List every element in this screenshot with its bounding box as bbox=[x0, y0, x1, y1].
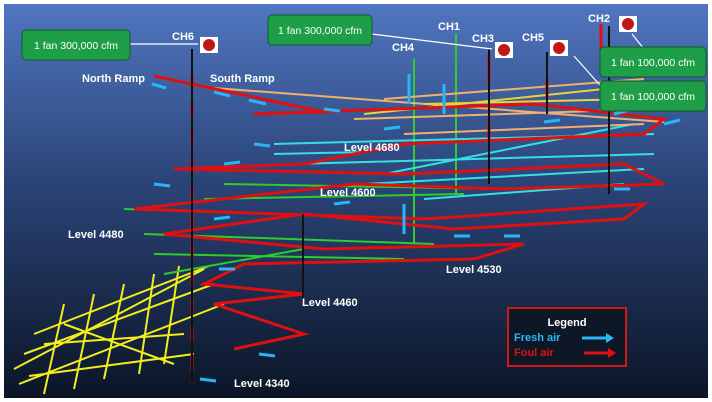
fan-callout-text: 1 fan 100,000 cfm bbox=[611, 57, 695, 69]
callout-lines bbox=[130, 33, 645, 93]
level-label-4460: Level 4460 bbox=[302, 297, 358, 309]
north-ramp-label: North Ramp bbox=[82, 73, 145, 85]
fresh-air-arrows bbox=[151, 74, 681, 383]
fan-icons bbox=[200, 16, 637, 58]
fan-callout-text: 1 fan 300,000 cfm bbox=[34, 40, 118, 52]
mine-3d-view: 1 fan 300,000 cfm 1 fan 300,000 cfm 1 fa… bbox=[4, 4, 708, 398]
level-label-4340: Level 4340 bbox=[234, 378, 290, 390]
legend-foul-label: Foul air bbox=[514, 347, 554, 359]
shaft-lines bbox=[191, 26, 610, 384]
level-label-4480: Level 4480 bbox=[68, 229, 124, 241]
level-label-4530: Level 4530 bbox=[446, 264, 502, 276]
shaft-label-ch4: CH4 bbox=[392, 42, 415, 54]
legend-title: Legend bbox=[547, 317, 586, 329]
level-label-4680: Level 4680 bbox=[344, 142, 400, 154]
south-ramp-label: South Ramp bbox=[210, 73, 275, 85]
shaft-label-ch2: CH2 bbox=[588, 13, 610, 25]
yellow-stopes-lower bbox=[13, 265, 225, 395]
cyan-drifts bbox=[273, 123, 655, 200]
shaft-label-ch1: CH1 bbox=[438, 21, 460, 33]
fan-callout-2: 1 fan 300,000 cfm bbox=[267, 14, 373, 46]
fan-callout-text: 1 fan 100,000 cfm bbox=[611, 91, 695, 103]
legend-fresh-label: Fresh air bbox=[514, 332, 561, 344]
shaft-label-ch5: CH5 bbox=[522, 32, 544, 44]
shaft-label-ch6: CH6 bbox=[172, 31, 194, 43]
fan-callout-1: 1 fan 300,000 cfm bbox=[21, 29, 131, 61]
fan-callout-3: 1 fan 100,000 cfm bbox=[599, 46, 707, 78]
fan-callout-4: 1 fan 100,000 cfm bbox=[599, 80, 707, 112]
shaft-label-ch3: CH3 bbox=[472, 33, 494, 45]
level-label-4600: Level 4600 bbox=[320, 187, 376, 199]
fan-callout-text: 1 fan 300,000 cfm bbox=[278, 25, 362, 37]
legend: Legend Fresh air Foul air bbox=[507, 307, 627, 367]
